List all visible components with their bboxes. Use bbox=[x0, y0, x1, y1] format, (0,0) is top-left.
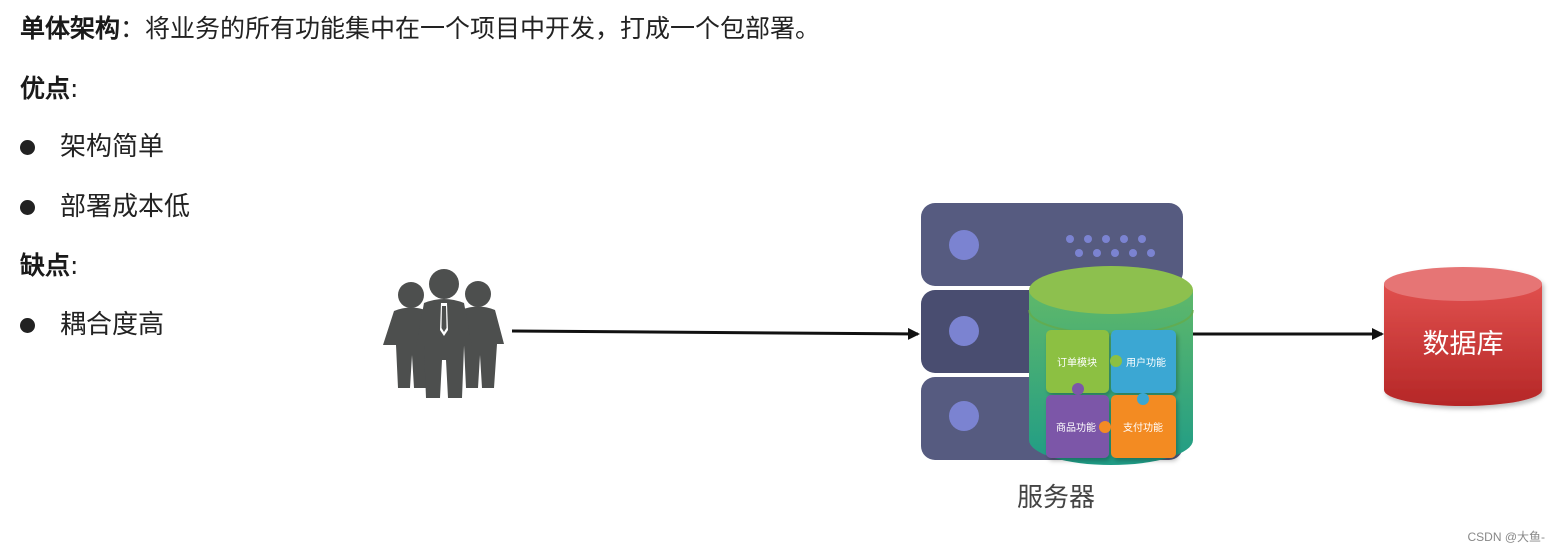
monolith-definition-text: ：将业务的所有功能集中在一个项目中开发，打成一个包部署。 bbox=[120, 14, 821, 43]
arrow-people-to-server bbox=[511, 327, 920, 340]
bullet-icon bbox=[20, 139, 35, 155]
module-order: 订单模块 bbox=[1046, 330, 1109, 393]
cons-heading-text: 缺点 bbox=[20, 251, 71, 280]
module-user-label: 用户功能 bbox=[1126, 356, 1166, 369]
cons-heading: 缺点: bbox=[20, 249, 78, 283]
pros-heading: 优点: bbox=[20, 72, 78, 106]
pros-item-text: 部署成本低 bbox=[60, 192, 191, 222]
module-product: 商品功能 bbox=[1046, 395, 1109, 458]
puzzle-knob bbox=[1137, 393, 1149, 405]
cons-item-text: 耦合度高 bbox=[60, 310, 165, 340]
monolith-definition: 单体架构：将业务的所有功能集中在一个项目中开发，打成一个包部署。 bbox=[20, 12, 820, 46]
people-group-icon bbox=[383, 269, 504, 398]
cons-colon: : bbox=[70, 251, 79, 280]
puzzle-knob bbox=[1110, 355, 1122, 367]
module-product-label: 商品功能 bbox=[1056, 421, 1096, 434]
pros-heading-text: 优点 bbox=[20, 74, 71, 103]
puzzle-knob bbox=[1099, 421, 1111, 433]
bullet-icon bbox=[20, 199, 35, 215]
module-payment-label: 支付功能 bbox=[1123, 421, 1163, 434]
database-cylinder-icon bbox=[1384, 267, 1542, 406]
bullet-icon bbox=[20, 317, 35, 333]
monolith-term: 单体架构 bbox=[20, 14, 121, 43]
server-label: 服务器 bbox=[1017, 483, 1095, 513]
module-user: 用户功能 bbox=[1111, 330, 1176, 393]
pros-item: 部署成本低 bbox=[20, 190, 190, 224]
pros-item-text: 架构简单 bbox=[60, 132, 165, 162]
pros-colon: : bbox=[70, 74, 79, 103]
module-payment: 支付功能 bbox=[1111, 395, 1176, 458]
pros-item: 架构简单 bbox=[20, 130, 164, 164]
watermark: CSDN @大鱼- bbox=[1467, 530, 1545, 544]
puzzle-knob bbox=[1072, 383, 1084, 395]
database-label: 数据库 bbox=[1423, 329, 1504, 360]
cons-item: 耦合度高 bbox=[20, 308, 164, 342]
module-order-label: 订单模块 bbox=[1057, 357, 1097, 369]
